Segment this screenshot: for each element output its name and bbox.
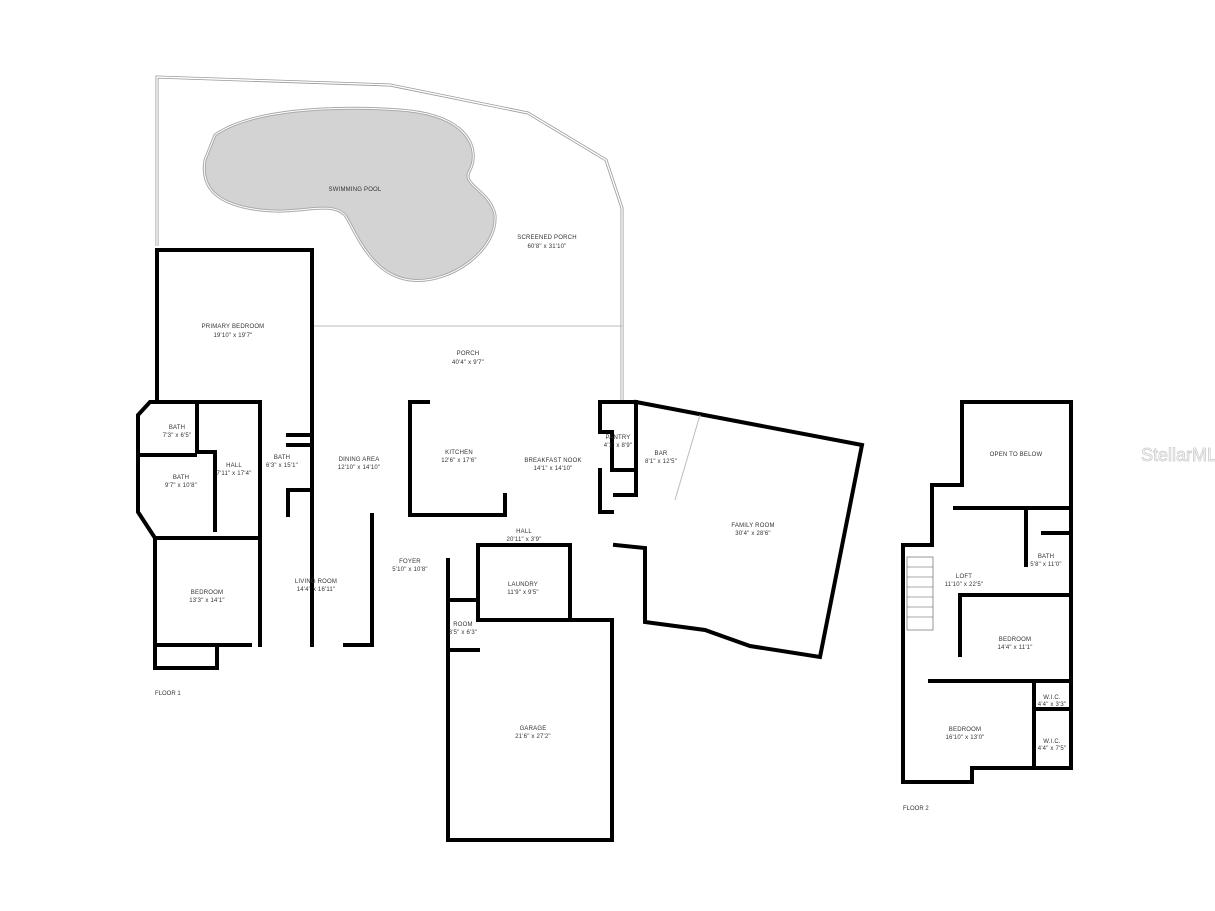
room-size: 19'10" x 19'7" — [213, 333, 252, 339]
room-name: HALL — [516, 529, 532, 535]
room-size: 14'1" x 14'10" — [533, 466, 572, 472]
room-name: ROOM — [453, 622, 472, 628]
room-name: GARAGE — [520, 726, 547, 732]
room-name: PRIMARY BEDROOM — [202, 324, 265, 330]
room-size: 14'4" x 16'11" — [297, 587, 336, 593]
room-size: 13'3" x 14'1" — [189, 598, 225, 604]
room-name: SCREENED PORCH — [517, 235, 576, 241]
room-name: W.I.C. — [1043, 739, 1061, 745]
room-name: HALL — [226, 463, 242, 469]
room-name: FAMILY ROOM — [731, 523, 774, 529]
floor1-label: FLOOR 1 — [155, 691, 181, 697]
floor2-labels: OPEN TO BELOW LOFT 11'10" x 22'5" BATH 5… — [903, 452, 1066, 812]
room-size: 40'4" x 9'7" — [452, 360, 484, 366]
room-name: LAUNDRY — [508, 582, 538, 588]
room-size: 5'10" x 10'8" — [392, 567, 428, 573]
room-size: 5'8" x 11'0" — [1030, 562, 1062, 568]
room-size: 3'5" x 6'3" — [449, 630, 477, 636]
room-size: 8'1" x 12'5" — [645, 459, 677, 465]
room-name: BEDROOM — [949, 727, 981, 733]
screened-porch-enclosure — [155, 75, 624, 400]
room-name: DINING AREA — [339, 457, 380, 463]
room-size: 7'11" x 17'4" — [216, 471, 251, 477]
room-size: 12'6" x 17'6" — [441, 458, 477, 464]
room-size: 16'10" x 13'0" — [945, 735, 984, 741]
room-name: BATH — [169, 425, 185, 431]
room-name: BATH — [173, 475, 189, 481]
room-name: BREAKFAST NOOK — [524, 458, 581, 464]
room-name: SWIMMING POOL — [329, 187, 382, 193]
room-name: PORCH — [457, 351, 480, 357]
room-name: BATH — [274, 455, 290, 461]
room-name: OPEN TO BELOW — [990, 452, 1043, 458]
room-size: 4'4" x 7'5" — [1038, 746, 1066, 752]
room-name: BEDROOM — [191, 590, 223, 596]
room-size: 7'3" x 6'5" — [163, 433, 191, 439]
room-size: 4'4" x 3'3" — [1038, 702, 1066, 708]
room-size: 60'8" x 31'10" — [527, 244, 566, 250]
room-name: FOYER — [399, 559, 421, 565]
room-name: BAR — [655, 451, 668, 457]
room-size: 20'11" x 3'9" — [506, 537, 541, 543]
room-size: 11'9" x 9'5" — [507, 590, 539, 596]
room-size: 6'3" x 15'1" — [266, 463, 298, 469]
room-name: KITCHEN — [445, 450, 473, 456]
room-size: 4'1" x 8'9" — [604, 443, 632, 449]
room-name: LOFT — [956, 574, 972, 580]
room-size: 14'4" x 11'1" — [997, 645, 1032, 651]
room-size: 21'6" x 27'2" — [515, 734, 551, 740]
room-name: PANTRY — [606, 435, 631, 441]
room-size: 30'4" x 28'6" — [735, 531, 771, 537]
room-name: BATH — [1038, 554, 1054, 560]
room-size: 11'10" x 22'5" — [945, 582, 984, 588]
room-size: 9'7" x 10'8" — [165, 483, 197, 489]
floor1-labels: SWIMMING POOL SCREENED PORCH 60'8" x 31'… — [155, 187, 774, 740]
room-name: BEDROOM — [999, 637, 1031, 643]
room-size: 12'10" x 14'10" — [338, 465, 381, 471]
floor2-walls — [901, 400, 1073, 784]
floor1-walls — [136, 248, 865, 842]
floor2-label: FLOOR 2 — [903, 806, 929, 812]
stellarmls-watermark: StellarMLS — [1141, 445, 1215, 465]
swimming-pool-shape — [202, 106, 497, 282]
room-name: W.I.C. — [1043, 695, 1061, 701]
room-name: LIVING ROOM — [295, 579, 337, 585]
